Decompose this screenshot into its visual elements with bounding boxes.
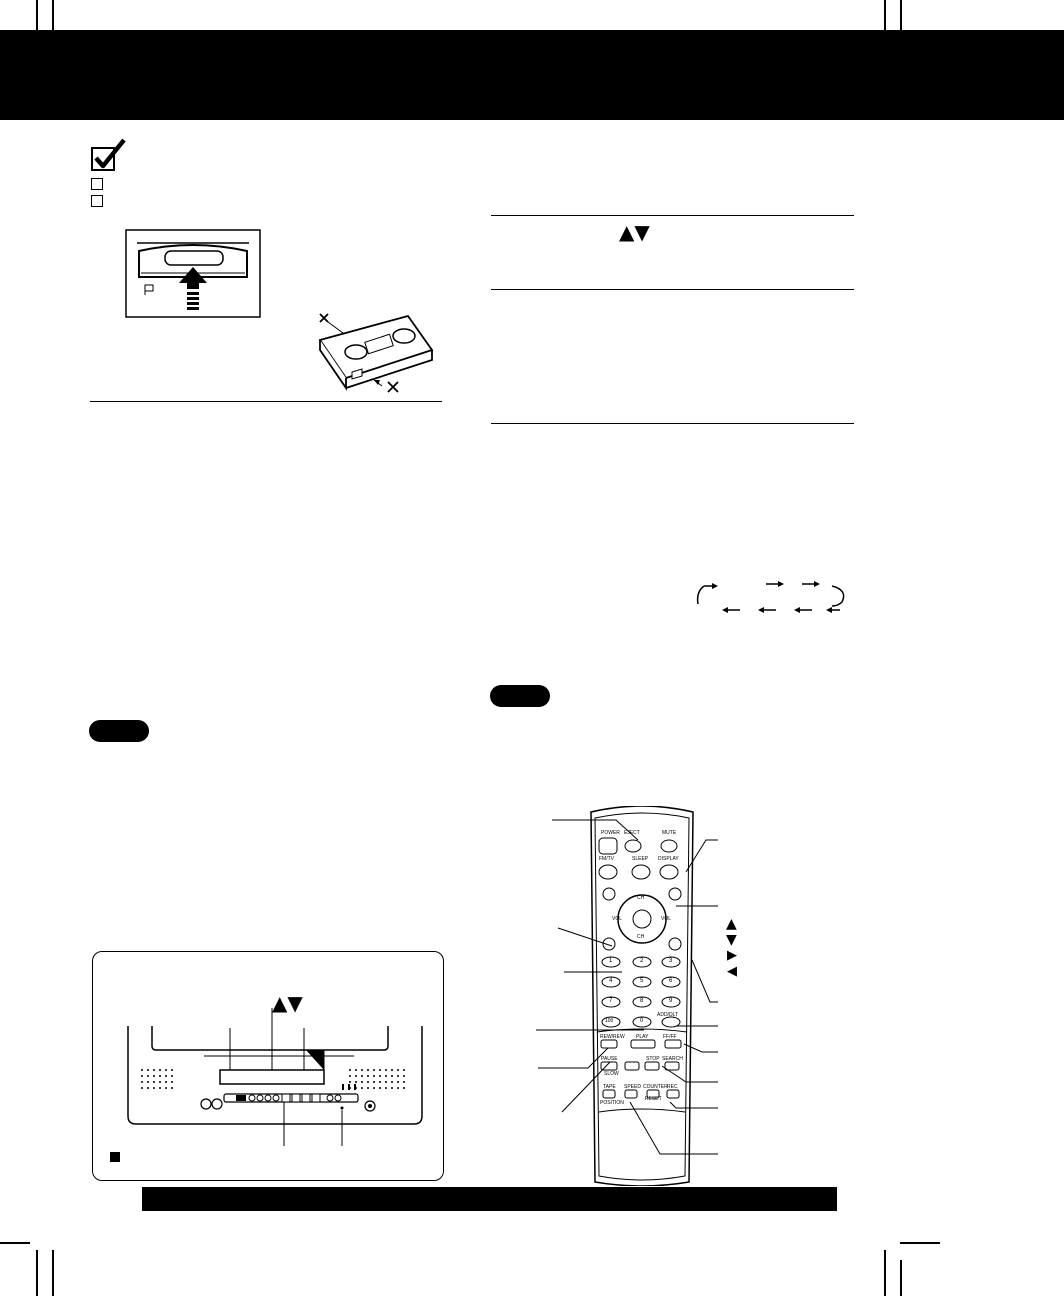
remote-key-2: 2 <box>640 958 644 964</box>
remote-label-position: POSITION <box>600 1100 624 1106</box>
remote-label-vol: VOL <box>612 916 623 922</box>
remote-label-play: PLAY <box>636 1034 649 1040</box>
remote-key-3: 3 <box>669 958 673 964</box>
legend-square-icon <box>110 1152 120 1162</box>
crop-mark <box>52 1250 54 1296</box>
note-badge <box>89 720 149 742</box>
checklist-box-1 <box>91 178 103 190</box>
crop-mark <box>52 0 54 30</box>
remote-key-5: 5 <box>640 978 644 984</box>
remote-key-0: 0 <box>640 1018 644 1024</box>
remote-label-ff: FF/FF <box>663 1034 677 1040</box>
remote-label-power: POWER <box>601 830 620 836</box>
remote-label-speed: SPEED <box>624 1084 641 1090</box>
remote-key-8: 8 <box>640 998 644 1004</box>
crop-mark <box>900 0 902 30</box>
remote-label-mute: MUTE <box>662 830 677 836</box>
remote-label-rewind: REW/REW <box>600 1034 625 1040</box>
remote-label-slow: SLOW <box>604 1071 619 1077</box>
section-rule <box>491 423 854 424</box>
arrow-right-icon: ▶ <box>727 948 737 963</box>
cassette-tab-illustration <box>318 313 434 393</box>
remote-label-fmtv: FM/TV <box>599 856 614 862</box>
cycle-arrows-diagram <box>696 581 845 613</box>
remote-label-tape: TAPE <box>603 1084 616 1090</box>
remote-key-9: 9 <box>669 998 673 1004</box>
header-band <box>0 30 1064 120</box>
remote-key-6: 6 <box>669 978 673 984</box>
checklist-box-2 <box>91 195 103 207</box>
remote-key-1: 1 <box>609 958 613 964</box>
arrow-up-icon: ▲ <box>726 916 737 932</box>
remote-label-addclt: ADD/DLT <box>657 1012 679 1018</box>
section-rule <box>491 215 854 216</box>
crop-mark <box>36 0 38 52</box>
arrow-down-icon: ▼ <box>726 932 737 948</box>
section-rule <box>90 401 442 402</box>
crop-mark <box>36 1250 38 1296</box>
section-rule <box>491 289 854 290</box>
remote-label-ch: CH <box>637 895 645 901</box>
note-badge <box>490 685 550 707</box>
remote-key-4: 4 <box>609 978 613 984</box>
remote-label-sleep: SLEEP <box>632 856 649 862</box>
crop-mark <box>0 1242 30 1244</box>
remote-callout-lines <box>536 819 718 1155</box>
remote-label-ch-bottom: CH <box>637 934 645 940</box>
remote-label-display: DISPLAY <box>658 856 679 862</box>
remote-key-100: 100 <box>605 1018 614 1024</box>
remote-label-counter: COUNTER <box>643 1084 668 1090</box>
remote-label-stop: STOP <box>646 1056 660 1062</box>
remote-label-eject: EJECT <box>624 830 640 836</box>
crop-mark <box>900 1242 940 1244</box>
up-down-arrows-icon: ▲▼ <box>272 991 303 1015</box>
arrow-left-icon: ◀ <box>727 964 737 979</box>
crop-mark <box>884 0 886 30</box>
up-down-arrows-icon: ▲▼ <box>619 220 650 244</box>
remote-key-7: 7 <box>609 998 613 1004</box>
remote-label-reset: RESET <box>645 1096 662 1102</box>
remote-label-rec: REC <box>667 1084 678 1090</box>
remote-label-search: SEARCH <box>662 1056 683 1062</box>
tv-front-panel-illustration <box>127 1008 423 1146</box>
checkmark-box-icon <box>91 138 126 171</box>
remote-label-vol-right: VOL <box>661 916 672 922</box>
remote-control-illustration <box>590 806 694 1186</box>
footer-band <box>142 1187 837 1211</box>
crop-mark <box>884 1250 886 1296</box>
cassette-insert-illustration <box>125 229 261 318</box>
remote-label-pause: PAUSE <box>601 1056 618 1062</box>
crop-mark <box>900 1260 902 1296</box>
